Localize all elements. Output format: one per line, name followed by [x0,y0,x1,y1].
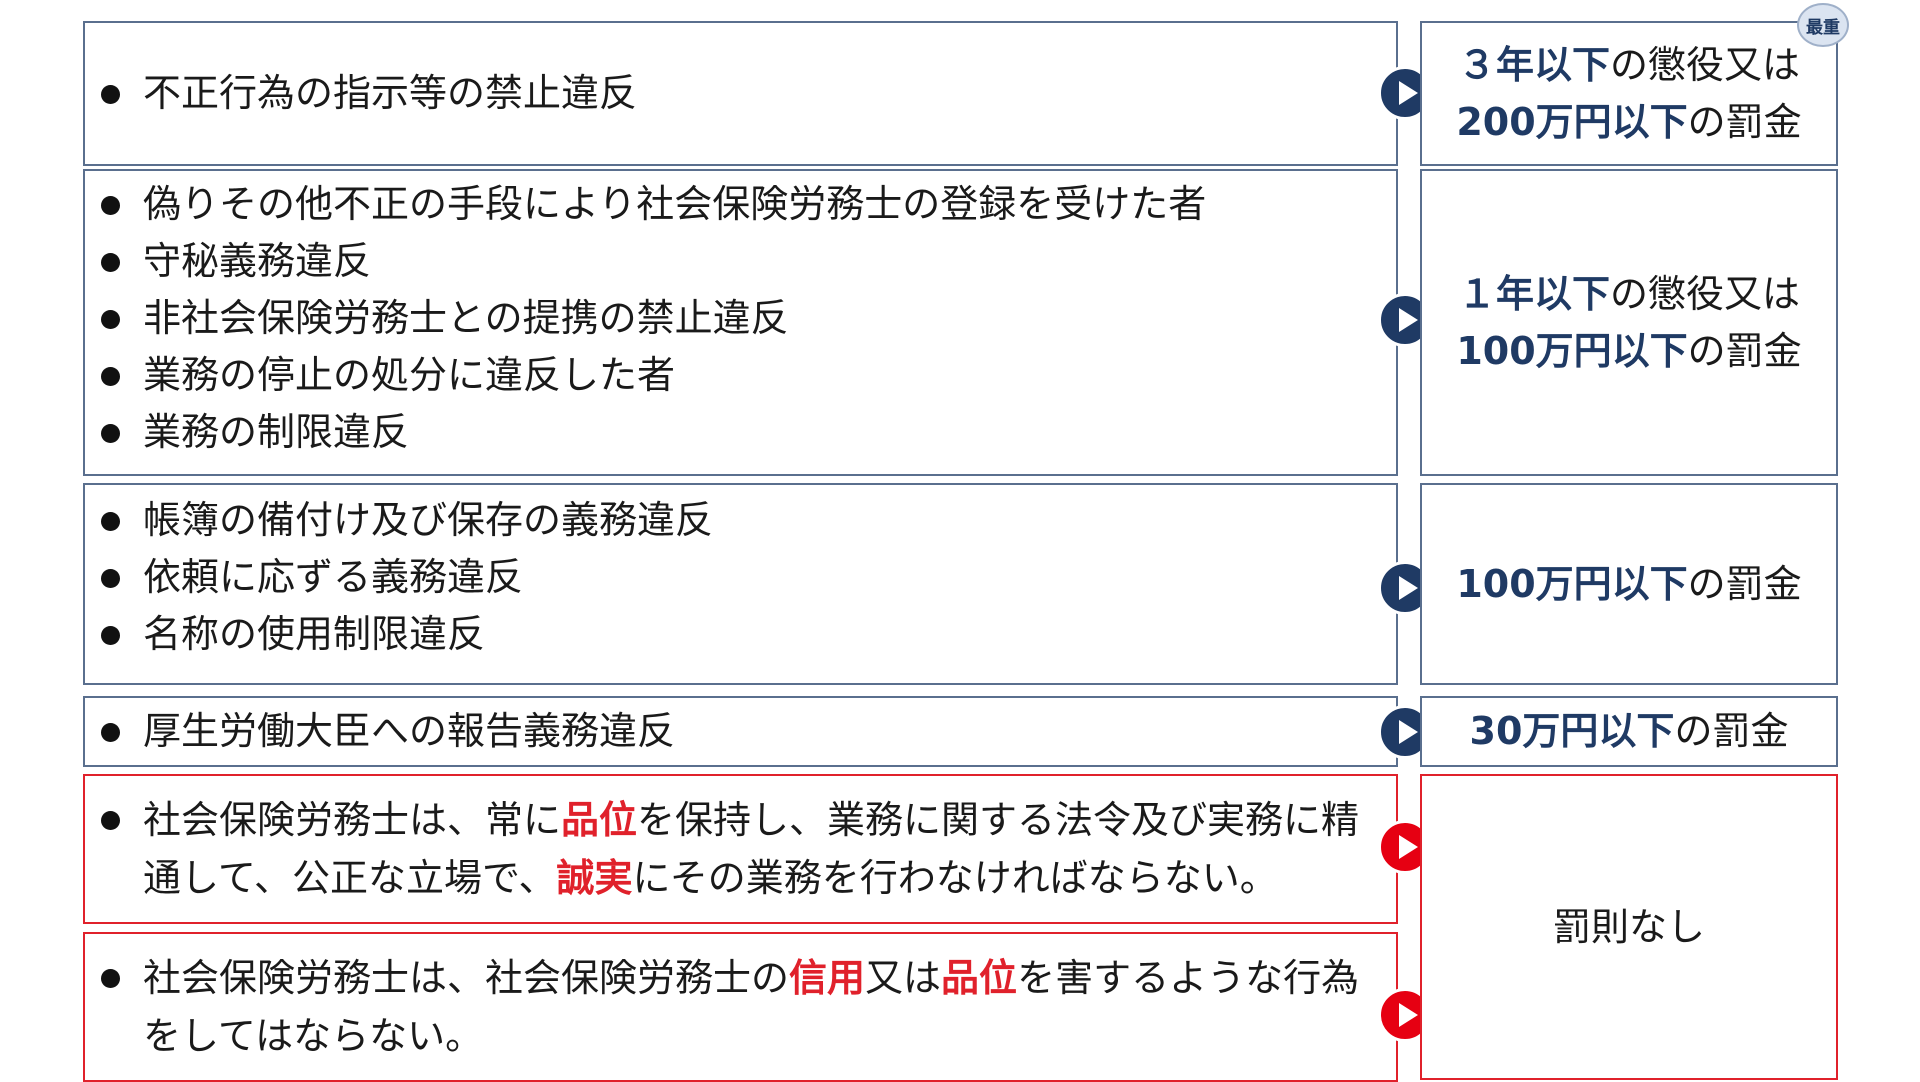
list-item: 不正行為の指示等の禁止違反 [101,65,637,122]
row2-offense-list: 偽りその他不正の手段により社会保険労務士の登録を受けた者 守秘義務違反 非社会保… [101,176,1396,461]
list-item: 厚生労働大臣への報告義務違反 [101,703,675,760]
penalty-fine: 200万円以下 [1456,99,1688,144]
bullet-icon [101,424,120,443]
list-item: 業務の制限違反 [101,404,1396,461]
row3-penalty: 100万円以下の罰金 [1420,483,1838,685]
row1-penalty: ３年以下の懲役又は 200万円以下の罰金 [1420,21,1838,166]
row2-offenses: 偽りその他不正の手段により社会保険労務士の登録を受けた者 守秘義務違反 非社会保… [83,169,1398,476]
list-item: 社会保険労務士は、常に品位を保持し、業務に関する法令及び実務に精通して、公正な立… [101,791,1396,907]
bullet-icon [101,85,120,104]
highlight-sincerity: 誠実 [556,856,633,900]
list-item: 偽りその他不正の手段により社会保険労務士の登録を受けた者 [101,176,1396,233]
bullet-icon [101,811,120,830]
row1-offenses: 不正行為の指示等の禁止違反 [83,21,1398,166]
penalty-term: ３年以下 [1457,42,1610,87]
bullet-icon [101,969,120,988]
highlight-dignity: 品位 [561,798,638,842]
bullet-icon [101,626,120,645]
no-penalty-text: 罰則なし [1552,904,1705,949]
bullet-icon [101,512,120,531]
row4-penalty: 30万円以下の罰金 [1420,696,1838,767]
list-item: 帳簿の備付け及び保存の義務違反 [101,492,1396,549]
penalty-term: １年以下 [1457,271,1610,316]
row3-offense-list: 帳簿の備付け及び保存の義務違反 依頼に応ずる義務違反 名称の使用制限違反 [101,492,1396,663]
penalty-fine: 100万円以下 [1456,561,1688,606]
row2-penalty: １年以下の懲役又は 100万円以下の罰金 [1420,169,1838,476]
highlight-credibility: 信用 [789,956,866,1000]
bullet-icon [101,367,120,386]
list-item: 社会保険労務士は、社会保険労務士の信用又は品位を害するような行為をしてはならない… [101,949,1396,1065]
bullet-icon [101,723,120,742]
highlight-dignity: 品位 [941,956,1018,1000]
penalty-fine: 30万円以下 [1469,709,1675,753]
list-item: 業務の停止の処分に違反した者 [101,347,1396,404]
most-severe-badge: 最重 [1797,3,1849,47]
list-item: 依頼に応ずる義務違反 [101,549,1396,606]
bullet-icon [101,569,120,588]
row1-offense-list: 不正行為の指示等の禁止違反 [101,65,637,122]
penalty-fine: 100万円以下 [1456,328,1688,373]
duty-dignity-box: 社会保険労務士は、常に品位を保持し、業務に関する法令及び実務に精通して、公正な立… [83,774,1398,924]
row4-offense-list: 厚生労働大臣への報告義務違反 [101,703,675,760]
row3-offenses: 帳簿の備付け及び保存の義務違反 依頼に応ずる義務違反 名称の使用制限違反 [83,483,1398,685]
bullet-icon [101,196,120,215]
list-item: 名称の使用制限違反 [101,606,1396,663]
bullet-icon [101,310,120,329]
row4-offenses: 厚生労働大臣への報告義務違反 [83,696,1398,767]
no-penalty-box: 罰則なし [1420,774,1838,1080]
list-item: 非社会保険労務士との提携の禁止違反 [101,290,1396,347]
duty-credibility-box: 社会保険労務士は、社会保険労務士の信用又は品位を害するような行為をしてはならない… [83,932,1398,1082]
list-item: 守秘義務違反 [101,233,1396,290]
bullet-icon [101,253,120,272]
